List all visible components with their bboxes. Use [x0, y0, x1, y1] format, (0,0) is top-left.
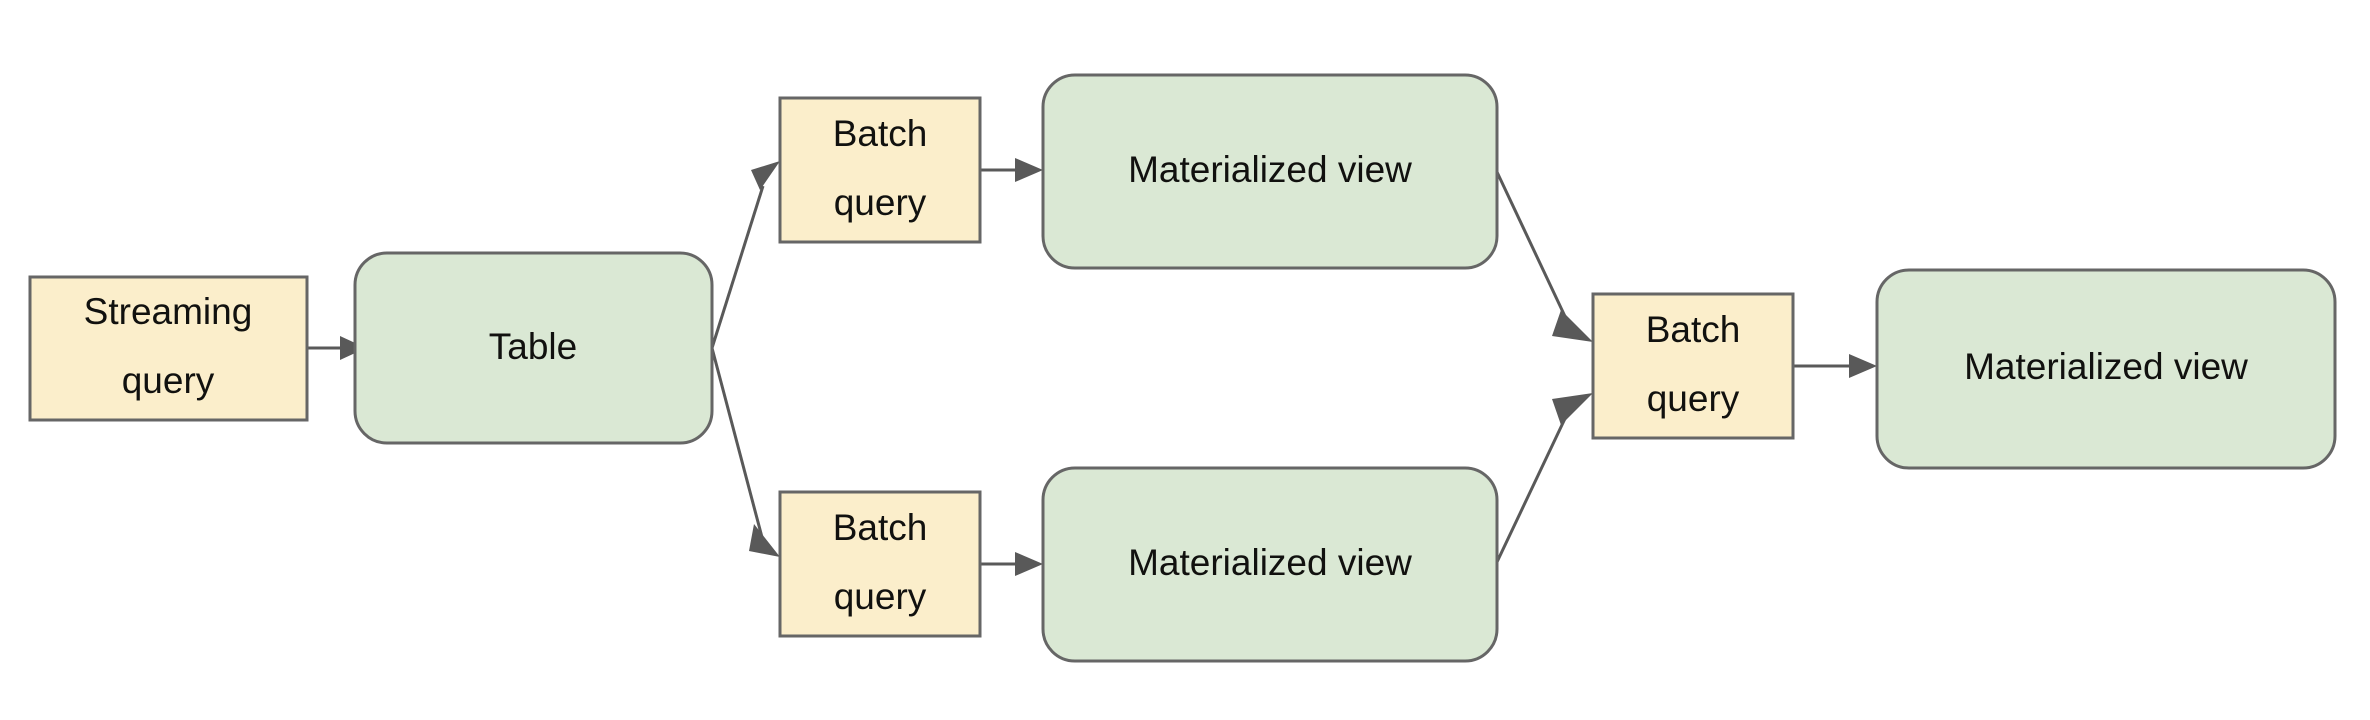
batch-query-bottom-label-line1: Batch: [833, 507, 928, 548]
edge-table-to-batch-bottom: [710, 347, 780, 557]
materialized-view-final-label: Materialized view: [1964, 346, 2248, 387]
node-batch-query-bottom[interactable]: Batch query: [778, 490, 982, 638]
batch-query-top-label-line2: query: [834, 182, 927, 223]
node-materialized-view-top[interactable]: Materialized view: [1041, 73, 1499, 270]
edge-mv-top-to-join: [1495, 171, 1593, 342]
edge-join-to-mv-final: [1793, 354, 1877, 378]
batch-query-join-label-line2: query: [1647, 378, 1740, 419]
node-materialized-view-bottom[interactable]: Materialized view: [1041, 466, 1499, 663]
edge-batch-bottom-to-mv-bottom: [980, 552, 1043, 576]
streaming-query-label-line1: Streaming: [84, 291, 253, 332]
edge-streaming-to-table: [307, 336, 366, 360]
node-batch-query-join[interactable]: Batch query: [1591, 292, 1795, 440]
batch-query-bottom-label-line2: query: [834, 576, 927, 617]
materialized-view-top-label: Materialized view: [1128, 149, 1412, 190]
materialized-view-bottom-label: Materialized view: [1128, 542, 1412, 583]
streaming-query-label-line2: query: [122, 360, 215, 401]
node-batch-query-top[interactable]: Batch query: [778, 96, 982, 244]
edge-batch-top-to-mv-top: [980, 158, 1043, 182]
node-materialized-view-final[interactable]: Materialized view: [1875, 268, 2337, 470]
node-streaming-query[interactable]: Streaming query: [28, 275, 309, 422]
batch-query-join-label-line1: Batch: [1646, 309, 1741, 350]
table-label: Table: [489, 326, 577, 367]
edge-mv-bottom-to-join: [1495, 393, 1593, 563]
node-table[interactable]: Table: [353, 251, 714, 445]
batch-query-top-label-line1: Batch: [833, 113, 928, 154]
edge-table-to-batch-top: [710, 161, 780, 349]
